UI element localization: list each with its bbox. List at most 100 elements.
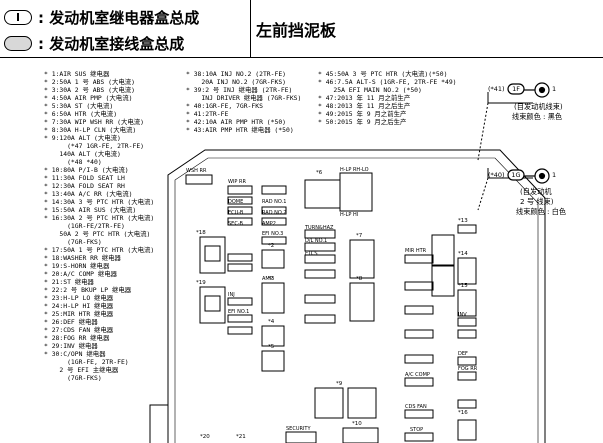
fuse-inj [227, 297, 253, 306]
fuse-rad-no2 [261, 206, 287, 215]
fuse-list-item: 25A EFI MAIN NO.2 (*50) [318, 86, 422, 94]
connector-1f-code: 1F [512, 85, 520, 93]
fuse-13 [457, 224, 477, 234]
connector-1g-code: 1G [511, 171, 521, 179]
fuse-list-item: * 21:ST 继电器 [44, 278, 94, 286]
relay-13 [431, 234, 455, 266]
legend-junction-box-text: : 发动机室接线盒总成 [38, 34, 185, 53]
label-def: DEF [458, 351, 468, 357]
fuse-list-column-2: * 38:10A INJ NO.2 (2TR-FE) 20A INJ NO.2 … [186, 70, 301, 134]
label-relay-18: *18 [196, 230, 206, 236]
fuse-list-item: (7GR-FKS) [44, 238, 102, 246]
fuse-list-item: * 49:2015 年 9 月之前生产 [318, 110, 407, 118]
label-inv: INV [458, 312, 467, 318]
label-relay-15: *15 [458, 283, 468, 289]
label-a-c-comp: A/C COMP [405, 372, 430, 378]
relay-15 [457, 289, 477, 317]
label-inj: INJ [228, 292, 235, 298]
label-efi-no3: EFI NO.3 [262, 231, 284, 237]
label-relay-5: *5 [268, 344, 275, 350]
box-inner-outline [174, 157, 539, 443]
fuse-list-item: (*48 *40) [44, 158, 102, 166]
fuse-r2 [404, 281, 434, 291]
fuse-dl-no1 [304, 242, 336, 252]
fuse-r5 [404, 354, 434, 364]
fuse-list-item: * 26:DEF 继电器 [44, 318, 98, 326]
label-security: SECURITY [286, 426, 311, 432]
label-sec: SEC-B [228, 221, 243, 227]
label-relay-4: *4 [268, 319, 275, 325]
fuse-c1 [227, 253, 253, 262]
label-relay-9: *9 [336, 381, 343, 387]
relay-8 [349, 282, 375, 322]
relay-5 [261, 350, 285, 372]
fuse-list-item: * 48:2013 年 11 月之后生产 [318, 102, 411, 110]
label-etcs: ETCS [305, 251, 318, 257]
junction-box-symbol-icon [4, 35, 32, 51]
connector-1g-ref: (*40) [488, 171, 505, 179]
label-h-lp-hi: H-LP HI [340, 212, 359, 218]
fuse-efi-no1 [227, 314, 253, 323]
connector-1g-pin-icon [538, 172, 546, 180]
fuse-turn-haz [304, 229, 336, 239]
box-outline [167, 149, 546, 443]
label-amp2: AMP2 [262, 221, 276, 227]
fuse-list-column-1: * 1:AIR SUS 继电器* 2:50A 1 号 ABS (大电流)* 3:… [44, 70, 154, 382]
fuse-list-item: * 1:AIR SUS 继电器 [44, 70, 110, 78]
fuse-list-item: * 39:2 号 INJ 继电器 (2TR-FE) [186, 86, 293, 94]
header-table: : 发动机室继电器盒总成 : 发动机室接线盒总成 左前挡泥板 [0, 0, 603, 58]
legend-cell: : 发动机室继电器盒总成 : 发动机室接线盒总成 [0, 0, 251, 58]
fuse-list-item: 140A ALT (大电流) [44, 150, 121, 158]
label-stop: STOP [410, 427, 424, 433]
fuse-list-item: * 47:2013 年 11 月之前生产 [318, 94, 411, 102]
fuse-sec [227, 217, 253, 226]
fuse-rad-no1 [261, 185, 287, 195]
label-turn-haz: TURN&HAZ [305, 225, 334, 231]
label-dome: DOME [228, 199, 244, 205]
relay-18-body [204, 245, 221, 262]
connector-1g-pin: 1 [552, 171, 557, 179]
fuse-list-item: * 29:INV 继电器 [44, 342, 98, 350]
relay-9b [347, 387, 377, 419]
fuse-list-item: * 10:80A P/I-B (大电流) [44, 166, 129, 174]
label-relay-20: *20 [200, 434, 210, 440]
fuse-list-item: * 4:50A AIR PMP (大电流) [44, 94, 133, 102]
fuse-list-item: 50A 2 号 PTC HTR (大电流) [44, 230, 151, 238]
label-fog-rr: FOG RR [458, 366, 478, 372]
label-relay-14: *14 [458, 251, 468, 257]
fuse-r3 [404, 305, 434, 315]
connector-1g-note2: 2 号 线束) [520, 197, 554, 206]
fuse-list-item: * 22:2 号 BKUP LP 继电器 [44, 286, 132, 294]
fuse-list-item: * 7:30A WIP WSH RR (大电流) [44, 118, 144, 126]
fuse-list-item: 20A INJ NO.2 (7GR-FKS) [186, 78, 287, 86]
fuse-amp2 [261, 217, 287, 226]
fuse-list-item: * 25:MIR HTR 继电器 [44, 310, 114, 318]
label-dl-no1: D/L NO.1 [305, 238, 328, 244]
fuse-list-item: * 50:2015 年 9 月之后生产 [318, 118, 407, 126]
fuse-list-item: * 23:H-LP LO 继电器 [44, 294, 114, 302]
fuse-cds-fan [404, 409, 434, 419]
fuse-list-item: * 12:30A FOLD SEAT RH [44, 182, 125, 190]
legend-relay-box: : 发动机室继电器盒总成 [4, 4, 199, 30]
label-rad-no1: RAD NO.1 [262, 199, 287, 205]
label-relay-21: *21 [236, 434, 246, 440]
fuse-center-6 [304, 314, 336, 324]
connector-1g-wire-color: 线束颜色 : 白色 [516, 207, 567, 216]
fuse-security [285, 431, 317, 443]
fuse-list-item: * 2:50A 1 号 ABS (大电流) [44, 78, 135, 86]
fuse-list-column-3: * 45:50A 3 号 PTC HTR (大电流)(*50)* 46:7.5A… [318, 70, 457, 126]
fuse-fog-rr [457, 371, 477, 381]
fuse-stop [404, 432, 434, 442]
label-relay-16: *16 [458, 410, 468, 416]
fuse-list-item: * 24:H-LP HI 继电器 [44, 302, 114, 310]
fuse-dome [227, 196, 253, 205]
relay-9 [314, 387, 344, 419]
fuse-wsh-rr [185, 174, 213, 185]
connector-1f-pin: 1 [552, 85, 557, 93]
location-title: 左前挡泥板 [256, 21, 337, 40]
relay-19 [199, 286, 226, 324]
relay-10 [342, 427, 379, 443]
fuse-list-item: * 19:S-HORN 继电器 [44, 262, 110, 270]
fuse-center-4 [304, 269, 336, 279]
fuse-list-item: * 8:30A H-LP CLN (大电流) [44, 126, 137, 134]
